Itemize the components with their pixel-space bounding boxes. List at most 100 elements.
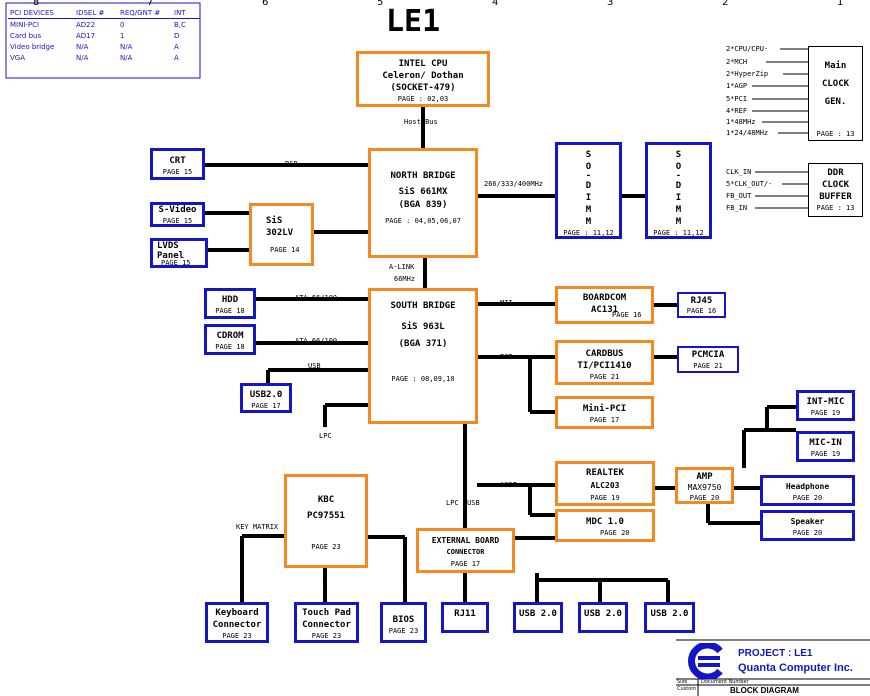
page-ref: PAGE 19 (590, 494, 620, 502)
block-line: Keyboard (215, 608, 259, 618)
ddr-clock-buffer-block[interactable]: DDR CLOCK BUFFER PAGE : 13 (808, 163, 863, 217)
block-line: (BGA 839) (398, 200, 448, 210)
clock-signal: 2*CPU/CPU- (726, 45, 769, 53)
block-line: SiS (266, 216, 283, 226)
project-label: PROJECT : LE1 (738, 648, 813, 659)
ata-label: ATA 66/100 (295, 337, 338, 345)
block-line: KBC (317, 495, 335, 505)
int-mic-block[interactable]: INT-MIC PAGE 19 (796, 390, 855, 421)
column-number: 1 (837, 0, 844, 8)
touch-pad-connector-block[interactable]: Touch Pad Connector PAGE 23 (294, 602, 359, 643)
page-ref: PAGE : 11,12 (653, 229, 704, 237)
block-label: USB2.0 (249, 390, 283, 400)
page-ref: PAGE 17 (251, 402, 281, 410)
ata-label: ATA 66/100 (295, 294, 338, 302)
mini-pci-block[interactable]: Mini-PCI PAGE 17 (555, 396, 654, 429)
usb-port-block[interactable]: USB 2.0 (578, 602, 628, 633)
page-ref: PAGE 23 (311, 543, 341, 551)
keyboard-connector-block[interactable]: Keyboard Connector PAGE 23 (205, 602, 269, 643)
usb20-left-block[interactable]: USB2.0 PAGE 17 (240, 383, 292, 413)
page-ref: PAGE : 13 (816, 204, 855, 212)
usb-port-block[interactable]: USB 2.0 (513, 602, 563, 633)
lvds-panel-block[interactable]: LVDS Panel PAGE 15 (150, 238, 208, 268)
block-label: BIOS (392, 615, 415, 625)
clock-signal: 1*48MHz (726, 118, 756, 126)
page-ref: PAGE 20 (689, 494, 720, 502)
pcmcia-block[interactable]: PCMCIA PAGE 21 (677, 346, 739, 373)
block-line: 302LV (266, 228, 294, 238)
sodimm-letter: D (585, 181, 592, 191)
crt-block[interactable]: CRT PAGE 15 (150, 148, 205, 180)
clock-signal: 4*REF (726, 107, 748, 115)
table-cell: AD22 (76, 20, 96, 29)
mic-in-block[interactable]: MIC-IN PAGE 19 (796, 431, 855, 462)
south-bridge-block[interactable]: SOUTH BRIDGE SiS 963L (BGA 371) PAGE : 0… (368, 288, 478, 424)
cpu-block[interactable]: INTEL CPU Celeron/ Dothan (SOCKET-479) P… (356, 51, 490, 107)
block-label: Speaker (790, 517, 825, 526)
block-line: DDR (827, 168, 844, 178)
block-line: Celeron/ Dothan (382, 71, 464, 81)
block-label: MIC-IN (809, 438, 842, 448)
page-ref: PAGE 20 (600, 529, 630, 537)
block-label: INT-MIC (806, 397, 845, 407)
block-label: MDC 1.0 (586, 517, 624, 527)
table-cell: 0 (120, 20, 125, 29)
sodimm-2-block[interactable]: S O - D I M M PAGE : 11,12 (645, 142, 712, 239)
external-board-connector-block[interactable]: EXTERNAL BOARD CONNECTOR PAGE 17 (416, 528, 515, 573)
page-ref: PAGE 15 (162, 217, 193, 225)
bios-block[interactable]: BIOS PAGE 23 (380, 602, 427, 643)
block-line: NORTH BRIDGE (390, 171, 456, 181)
rj11-block[interactable]: RJ11 (441, 602, 489, 633)
sodimm-letter: S (675, 150, 682, 160)
block-label: RJ11 (454, 609, 476, 619)
clock-signal: 1*AGP (726, 82, 748, 90)
block-label: USB 2.0 (584, 609, 622, 619)
sodimm-letter: O (585, 162, 592, 172)
speaker-block[interactable]: Speaker PAGE 20 (760, 510, 855, 541)
kbc-block[interactable]: KBC PC97551 PAGE 23 (284, 474, 368, 568)
block-label: Headphone (785, 482, 830, 491)
clock-signal: 5*CLK_OUT/- (726, 180, 773, 188)
block-line: GEN. (824, 97, 847, 107)
table-cell: A (174, 53, 179, 62)
sodimm-letter: - (585, 171, 592, 181)
amp-block[interactable]: AMP MAX9750 PAGE 20 (675, 467, 734, 504)
boardcom-block[interactable]: BOARDCOM AC131 PAGE 16 (555, 286, 654, 324)
block-line: CARDBUS (585, 349, 624, 359)
block-label: Mini-PCI (582, 404, 627, 414)
block-line: Touch Pad (302, 608, 351, 618)
svideo-block[interactable]: S-Video PAGE 15 (150, 202, 205, 227)
page-ref: PAGE : 02,03 (397, 95, 449, 103)
sodimm-1-block[interactable]: S O - D I M M PAGE : 11,12 (555, 142, 622, 239)
hdd-block[interactable]: HDD PAGE 18 (204, 288, 256, 319)
block-line: Main (824, 61, 847, 71)
cardbus-block[interactable]: CARDBUS TI/PCI1410 PAGE 21 (555, 340, 654, 385)
sodimm-letter: I (585, 193, 592, 203)
north-bridge-block[interactable]: NORTH BRIDGE SiS 661MX (BGA 839) PAGE : … (368, 148, 478, 258)
memory-bus-label: 266/333/400MHz (484, 180, 544, 188)
sodimm-letter: I (675, 193, 682, 203)
page-ref: PAGE : 08,09,10 (391, 375, 455, 383)
column-number: 2 (722, 0, 729, 8)
table-header: IDSEL # (76, 8, 105, 17)
page-ref: PAGE 20 (792, 529, 823, 537)
realtek-block[interactable]: REALTEK ALC203 PAGE 19 (555, 461, 655, 506)
quanta-logo-icon (688, 643, 723, 679)
sis302lv-block[interactable]: SiS 302LV PAGE 14 (249, 203, 314, 266)
host-bus-label: Host Bus (404, 118, 438, 126)
rj45-block[interactable]: RJ45 PAGE 16 (677, 292, 726, 318)
page-ref: PAGE : 11,12 (563, 229, 614, 237)
usb-port-block[interactable]: USB 2.0 (644, 602, 695, 633)
headphone-block[interactable]: Headphone PAGE 20 (760, 475, 855, 506)
page-ref: PAGE 23 (222, 632, 252, 640)
column-number: 5 (377, 0, 384, 8)
block-line: AMP (696, 472, 713, 482)
pci-bus-label: PCI (500, 353, 513, 361)
mdc-block[interactable]: MDC 1.0 PAGE 20 (555, 509, 655, 542)
cdrom-block[interactable]: CDROM PAGE 18 (204, 324, 256, 355)
table-cell: MINI-PCI (10, 20, 40, 29)
block-line: (BGA 371) (398, 339, 448, 349)
block-line: SiS 963L (401, 322, 445, 332)
main-clock-gen-block[interactable]: Main CLOCK GEN. PAGE : 13 (808, 46, 863, 141)
size-value: Custom (677, 686, 697, 692)
